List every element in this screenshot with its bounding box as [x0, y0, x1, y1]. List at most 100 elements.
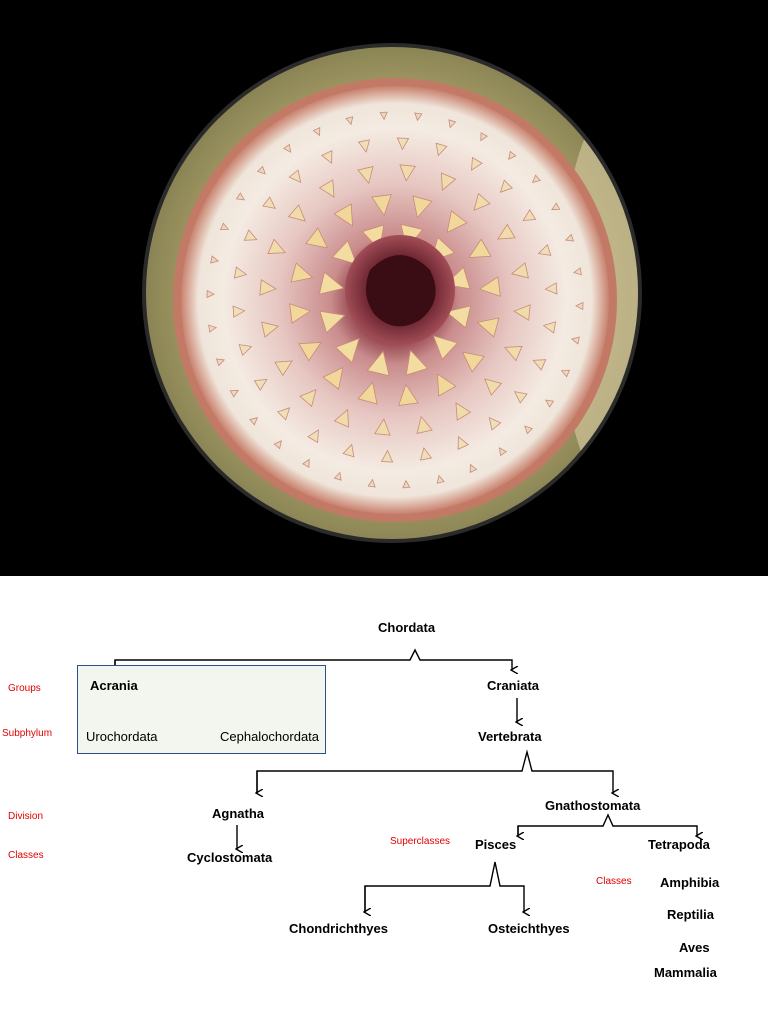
division-label: Division: [8, 811, 44, 822]
node-pisces: Pisces: [475, 837, 517, 852]
tooth-shape: [441, 172, 457, 192]
tooth-shape: [312, 127, 321, 137]
node-osteichthyes: Osteichthyes: [488, 921, 570, 936]
tooth-shape: [478, 276, 501, 297]
tooth-shape: [321, 150, 333, 164]
tooth-shape: [446, 210, 468, 234]
tooth-shape: [357, 166, 374, 185]
tooth-shape: [508, 150, 517, 160]
node-acrania: Acrania: [90, 678, 138, 693]
tooth-shape: [282, 143, 292, 153]
tooth-shape: [253, 378, 268, 391]
tooth-shape: [305, 227, 329, 249]
tooth-shape: [524, 425, 533, 435]
tooth-shape: [514, 391, 528, 404]
tooth-shape: [274, 360, 293, 377]
tooth-shape: [457, 436, 469, 450]
tooth-shape: [261, 321, 280, 338]
tooth-shape: [560, 369, 571, 378]
tooth-shape: [414, 112, 423, 122]
tooth-shape: [473, 192, 491, 211]
classes-left-label: Classes: [8, 850, 44, 861]
tooth-shape: [416, 415, 433, 434]
tooth-shape: [510, 262, 529, 279]
tooth-shape: [257, 165, 266, 175]
tooth-shape: [498, 447, 508, 457]
tooth-shape: [290, 262, 314, 283]
tooth-shape: [573, 267, 582, 276]
tree-connectors: [0, 648, 768, 1024]
node-amphibia: Amphibia: [660, 875, 720, 890]
tooth-shape: [419, 447, 433, 461]
tooth-shape: [480, 132, 488, 142]
tooth-shape: [342, 443, 355, 458]
node-chordata: Chordata: [378, 620, 436, 635]
tooth-shape: [357, 381, 378, 405]
tooth-shape: [371, 194, 392, 217]
tooth-shape: [233, 266, 248, 279]
tooth-shape: [238, 344, 253, 356]
tooth-shape: [542, 321, 557, 334]
node-cyclostomata: Cyclostomata: [187, 850, 273, 865]
tooth-shape: [484, 378, 503, 396]
node-urochordata: Urochordata: [86, 729, 158, 744]
tooth-shape: [259, 279, 277, 296]
tooth-shape: [287, 204, 306, 222]
tooth-shape: [380, 449, 394, 463]
tooth-shape: [319, 310, 346, 334]
tooth-shape: [215, 358, 226, 367]
tooth-shape: [435, 142, 448, 157]
tooth-shape: [276, 407, 291, 421]
tooth-shape: [564, 233, 575, 242]
tooth-shape: [455, 402, 472, 421]
tooth-shape: [374, 418, 391, 436]
tooth-shape: [345, 116, 354, 126]
tooth-shape: [570, 336, 580, 345]
tooth-shape: [575, 301, 584, 311]
tooth-shape: [522, 209, 537, 222]
tooth-shape: [399, 164, 416, 182]
tooth-shape: [544, 282, 558, 295]
tooth-shape: [288, 169, 302, 184]
tooth-shape: [243, 229, 258, 241]
tooth-shape: [367, 478, 376, 488]
tooth-shape: [273, 440, 282, 450]
tooth-shape: [402, 479, 411, 489]
classes-right-label: Classes: [596, 876, 632, 887]
tooth-shape: [398, 383, 419, 406]
tooth-shape: [437, 373, 457, 397]
tooth-shape: [229, 389, 239, 398]
tooth-shape: [468, 238, 492, 258]
tooth-shape: [412, 195, 433, 219]
tooth-shape: [499, 179, 514, 193]
node-agnatha: Agnatha: [212, 806, 264, 821]
tooth-shape: [299, 389, 317, 408]
tooth-shape: [208, 324, 217, 333]
tooth-shape: [503, 346, 523, 362]
groups-label: Groups: [8, 683, 41, 694]
node-craniata: Craniata: [487, 678, 540, 693]
tooth-shape: [298, 342, 322, 362]
tooth-shape: [322, 366, 344, 390]
tooth-shape: [307, 429, 319, 444]
tooth-shape: [302, 458, 310, 468]
tooth-shape: [235, 192, 245, 201]
tooth-shape: [448, 119, 457, 129]
tooth-shape: [436, 474, 445, 484]
photo-area: [0, 0, 768, 576]
tooth-shape: [532, 359, 547, 371]
tooth-shape: [334, 337, 360, 364]
node-reptilia: Reptilia: [667, 907, 714, 922]
tooth-shape: [357, 139, 371, 153]
tooth-shape: [333, 408, 349, 428]
tooth-shape: [551, 202, 561, 211]
tooth-shape: [206, 289, 215, 299]
node-mammalia: Mammalia: [654, 965, 717, 980]
node-chondrichthyes: Chondrichthyes: [289, 921, 388, 936]
tooth-shape: [445, 305, 472, 329]
node-aves: Aves: [679, 940, 710, 955]
node-tetrapoda: Tetrapoda: [648, 837, 710, 852]
tooth-shape: [469, 463, 478, 473]
tooth-shape: [461, 351, 485, 373]
tooth-shape: [537, 244, 552, 256]
